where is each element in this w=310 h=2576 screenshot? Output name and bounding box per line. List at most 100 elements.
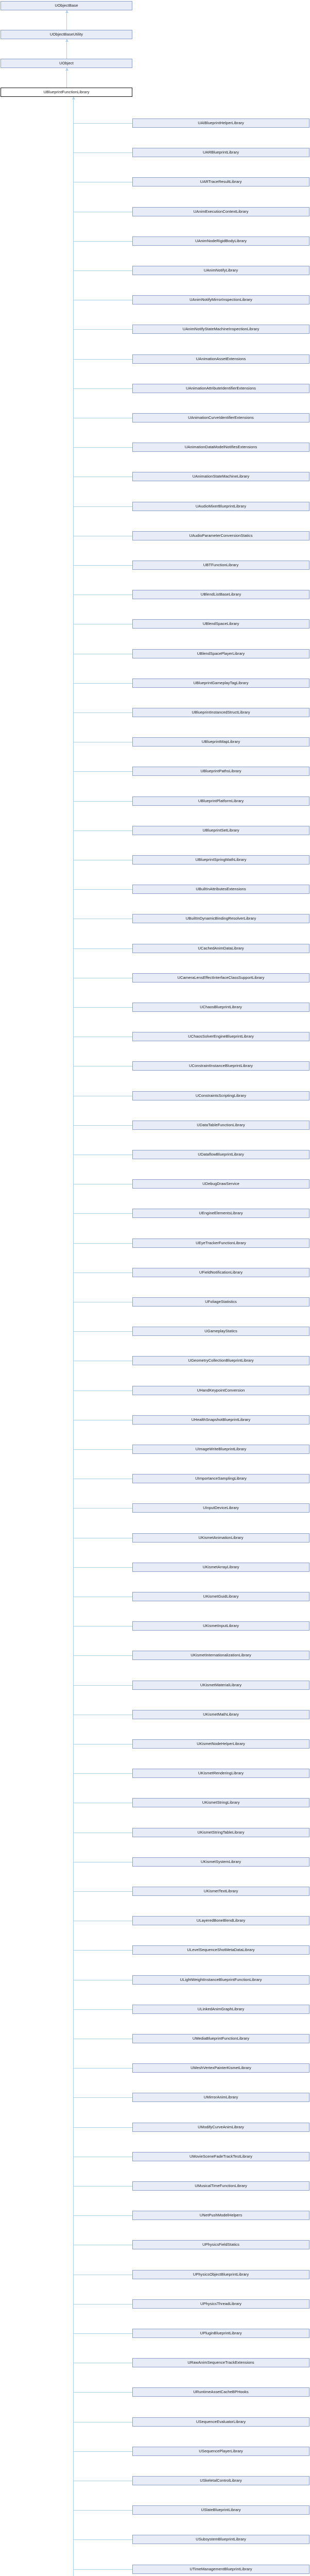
class-node-derived-uanimnotifylibrary[interactable]: UAnimNotifyLibrary (132, 266, 309, 275)
class-node-derived-ugeometrycollectionblueprintlibrary[interactable]: UGeometryCollectionBlueprintLibrary (132, 1356, 309, 1365)
class-node-derived-ukismetrenderinglibrary[interactable]: UKismetRenderingLibrary (132, 1769, 309, 1778)
class-node-derived-ugameplaystatics[interactable]: UGameplayStatics (132, 1327, 309, 1336)
class-node-derived-uanimationattributeidentifierextensions[interactable]: UAnimationAttributeIdentifierExtensions (132, 384, 309, 393)
class-node-derived-uhealthsnapshotblueprintlibrary[interactable]: UHealthSnapshotBlueprintLibrary (132, 1415, 309, 1425)
class-node-derived-ublueprintplatformlibrary[interactable]: UBlueprintPlatformLibrary (132, 796, 309, 806)
class-node-derived-uanimationstatemachinelibrary[interactable]: UAnimationStateMachineLibrary (132, 472, 309, 481)
class-node-derived-udatatablefunctionlibrary[interactable]: UDataTableFunctionLibrary (132, 1121, 309, 1130)
class-node-derived-unetpushmodelhelpers[interactable]: UNetPushModelHelpers (132, 2211, 309, 2220)
class-node-derived-ukismetanimationlibrary[interactable]: UKismetAnimationLibrary (132, 1533, 309, 1543)
class-node-derived-ubuiltinattributesextensions[interactable]: UBuiltInAttributesExtensions (132, 885, 309, 894)
class-node-derived-ublueprintmaplibrary[interactable]: UBlueprintMapLibrary (132, 737, 309, 747)
class-node-derived-uimagewriteblueprintlibrary[interactable]: UImageWriteBlueprintLibrary (132, 1445, 309, 1454)
class-node-derived-ukismetarraylibrary[interactable]: UKismetArrayLibrary (132, 1563, 309, 1572)
class-node-derived-umusicaltimefunctionlibrary[interactable]: UMusicalTimeFunctionLibrary (132, 2181, 309, 2191)
class-node-derived-uartraceresultlibrary[interactable]: UARTraceResultLibrary (132, 177, 309, 187)
class-node-derived-ucachedanimdatalibrary[interactable]: UCachedAnimDataLibrary (132, 944, 309, 953)
class-node-derived-ubtfunctionlibrary[interactable]: UBTFunctionLibrary (132, 561, 309, 570)
class-node-derived-uskeletalcontrollibrary[interactable]: USkeletalControlLibrary (132, 2476, 309, 2485)
class-node-derived-ukismetmathlibrary[interactable]: UKismetMathLibrary (132, 1710, 309, 1719)
class-node-derived-ublueprintgameplaytaglibrary[interactable]: UBlueprintGameplayTagLibrary (132, 679, 309, 688)
class-node-derived-ukismetinputlibrary[interactable]: UKismetInputLibrary (132, 1621, 309, 1631)
class-node-derived-udataflowblueprintlibrary[interactable]: UDataflowBlueprintLibrary (132, 1150, 309, 1159)
inheritance-edge (73, 1331, 132, 1332)
class-node-derived-ulinkedanimgraphlibrary[interactable]: ULinkedAnimGraphLibrary (132, 2005, 309, 2014)
class-node-derived-ukismetinternationalizationlibrary[interactable]: UKismetInternationalizationLibrary (132, 1651, 309, 1660)
class-node-derived-ufoliagestatistics[interactable]: UFoliageStatistics (132, 1297, 309, 1307)
class-node-derived-uconstraintsscriptinglibrary[interactable]: UConstraintsScriptingLibrary (132, 1091, 309, 1100)
class-node-derived-ublueprintsetlibrary[interactable]: UBlueprintSetLibrary (132, 826, 309, 835)
class-node-derived-ublendspaceplayerlibrary[interactable]: UBlendSpacePlayerLibrary (132, 649, 309, 658)
class-node-derived-uaudioparameterconversionstatics[interactable]: UAudioParameterConversionStatics (132, 531, 309, 540)
class-node-derived-umeshvertexpainterkismetlibrary[interactable]: UMeshVertexPainterKismetLibrary (132, 2063, 309, 2073)
class-node-derived-ublendlistbaselibrary[interactable]: UBlendListBaseLibrary (132, 590, 309, 599)
class-node-derived-ulightweightinstanceblueprintfunctionlibrary[interactable]: ULightWeightInstanceBlueprintFunctionLib… (132, 1975, 309, 1985)
inheritance-edge (73, 2539, 132, 2540)
class-node-derived-uanimationassetextensions[interactable]: UAnimationAssetExtensions (132, 354, 309, 364)
class-node-derived-uaudiomixerblueprintlibrary[interactable]: UAudioMixerBlueprintLibrary (132, 502, 309, 511)
class-node-derived-uanimnotifymirrorinspectionlibrary[interactable]: UAnimNotifyMirrorInspectionLibrary (132, 295, 309, 304)
class-node-derived-ukismetstringtablelibrary[interactable]: UKismetStringTableLibrary (132, 1828, 309, 1837)
class-node-derived-ubuiltindynamicbindingresolverlibrary[interactable]: UBuiltInDynamicBindingResolverLibrary (132, 914, 309, 923)
inheritance-edge (73, 2333, 132, 2334)
class-node-derived-uphysicsobjectblueprintlibrary[interactable]: UPhysicsObjectBlueprintLibrary (132, 2270, 309, 2279)
class-node-derived-uarblueprintlibrary[interactable]: UARBlueprintLibrary (132, 148, 309, 157)
class-node-derived-ucameralenseffectinterfaceclasssupportlibrary[interactable]: UCameraLensEffectInterfaceClassSupportLi… (132, 973, 309, 982)
class-node-derived-uphysicsfieldstatics[interactable]: UPhysicsFieldStatics (132, 2240, 309, 2249)
class-node-derived-uimportancesamplinglibrary[interactable]: UImportanceSamplingLibrary (132, 1474, 309, 1483)
class-node-derived-ukismetstringlibrary[interactable]: UKismetStringLibrary (132, 1798, 309, 1807)
class-node-derived-umoviescenefadetracktestlibrary[interactable]: UMovieSceneFadeTrackTestLibrary (132, 2152, 309, 2161)
class-node-derived-uslateblueprintlibrary[interactable]: USlateBlueprintLibrary (132, 2505, 309, 2515)
class-node-derived-uengineelementslibrary[interactable]: UEngineElementsLibrary (132, 1209, 309, 1218)
inheritance-edge (73, 1567, 132, 1568)
class-node-derived-ulayeredboneblendlibrary[interactable]: ULayeredBoneBlendLibrary (132, 1916, 309, 1925)
class-node-derived-uchaosblueprintlibrary[interactable]: UChaosBlueprintLibrary (132, 1003, 309, 1012)
class-node-derived-uchaossolverengineblueprintlibrary[interactable]: UChaosSolverEngineBlueprintLibrary (132, 1032, 309, 1041)
class-node-derived-uinputdevicelibrary[interactable]: UInputDeviceLibrary (132, 1503, 309, 1513)
class-node-derived-uanimexecutioncontextlibrary[interactable]: UAnimExecutionContextLibrary (132, 207, 309, 216)
inheritance-edge (73, 565, 132, 566)
class-node-derived-ulevelsequenceshotmetadatalibrary[interactable]: ULevelSequenceShotMetaDataLibrary (132, 1945, 309, 1955)
class-node-derived-uaiblueprinthelperlibrary[interactable]: UAIBlueprintHelperLibrary (132, 118, 309, 128)
class-node-current-ublueprintfunctionlibrary[interactable]: UBlueprintFunctionLibrary (1, 88, 132, 97)
inheritance-edge (73, 1125, 132, 1126)
class-node-derived-uhandkeypointconversion[interactable]: UHandKeypointConversion (132, 1386, 309, 1395)
class-node-derived-ukismetsystemlibrary[interactable]: UKismetSystemLibrary (132, 1857, 309, 1867)
class-node-derived-ukismetnodehelperlibrary[interactable]: UKismetNodeHelperLibrary (132, 1739, 309, 1749)
inheritance-edge (73, 359, 132, 360)
class-node-base-uobject[interactable]: UObject (1, 59, 132, 68)
class-node-derived-uanimnoderigidbodylibrary[interactable]: UAnimNodeRigidBodyLibrary (132, 236, 309, 246)
class-node-derived-udebugdrawservice[interactable]: UDebugDrawService (132, 1179, 309, 1189)
class-node-derived-umirroranimlibrary[interactable]: UMirrorAnimLibrary (132, 2093, 309, 2102)
class-node-derived-ukismetguidlibrary[interactable]: UKismetGuidLibrary (132, 1592, 309, 1601)
inheritance-edge (73, 2097, 132, 2098)
class-node-derived-umodifycurveanimlibrary[interactable]: UModifyCurveAnimLibrary (132, 2123, 309, 2132)
class-node-derived-uanimationdatamodelnotifiesextensions[interactable]: UAnimationDataModelNotifiesExtensions (132, 443, 309, 452)
inheritance-edge (73, 123, 132, 124)
class-node-derived-upluginblueprintlibrary[interactable]: UPluginBlueprintLibrary (132, 2329, 309, 2338)
class-node-derived-usequenceplayerlibrary[interactable]: USequencePlayerLibrary (132, 2447, 309, 2456)
class-node-derived-ueyetrackerfunctionlibrary[interactable]: UEyeTrackerFunctionLibrary (132, 1239, 309, 1248)
class-node-derived-uanimnotifystatemachineinspectionlibrary[interactable]: UAnimNotifyStateMachineInspectionLibrary (132, 325, 309, 334)
class-node-derived-uanimationcurveidentifierextensions[interactable]: UAnimationCurveIdentifierExtensions (132, 413, 309, 422)
class-node-derived-ukismetmateriallibrary[interactable]: UKismetMaterialLibrary (132, 1681, 309, 1690)
class-node-derived-urawanimsequencetrackextensions[interactable]: URawAnimSequenceTrackExtensions (132, 2358, 309, 2367)
inheritance-edge (73, 1449, 132, 1450)
class-node-derived-usequenceevaluatorlibrary[interactable]: USequenceEvaluatorLibrary (132, 2417, 309, 2427)
class-node-derived-umediablueprintfunctionlibrary[interactable]: UMediaBlueprintFunctionLibrary (132, 2034, 309, 2043)
class-node-derived-ublueprintpathslibrary[interactable]: UBlueprintPathsLibrary (132, 767, 309, 776)
class-node-derived-usubsystemblueprintlibrary[interactable]: USubsystemBlueprintLibrary (132, 2535, 309, 2544)
class-node-derived-uruntimeassetcachebphooks[interactable]: URuntimeAssetCacheBPHooks (132, 2387, 309, 2397)
class-node-base-uobjectbaseutility[interactable]: UObjectBaseUtility (1, 30, 132, 39)
class-node-derived-ublueprintinstancedstructlibrary[interactable]: UBlueprintInstancedStructLibrary (132, 708, 309, 717)
class-node-derived-utimemanagementblueprintlibrary[interactable]: UTimeManagementBlueprintLibrary (132, 2565, 309, 2574)
class-node-derived-ukismettextlibrary[interactable]: UKismetTextLibrary (132, 1887, 309, 1896)
class-node-derived-uphysicsthreadlibrary[interactable]: UPhysicsThreadLibrary (132, 2299, 309, 2309)
class-node-derived-ufieldnotificationlibrary[interactable]: UFieldNotificationLibrary (132, 1268, 309, 1277)
inheritance-edge (73, 152, 132, 153)
class-node-base-uobjectbase[interactable]: UObjectBase (1, 1, 132, 10)
inheritance-edge (73, 329, 132, 330)
class-node-derived-ublendspacelibrary[interactable]: UBlendSpaceLibrary (132, 619, 309, 629)
class-node-derived-ublueprintspringmathlibrary[interactable]: UBlueprintSpringMathLibrary (132, 855, 309, 865)
class-node-derived-uconstraintinstanceblueprintlibrary[interactable]: UConstraintInstanceBlueprintLibrary (132, 1061, 309, 1071)
